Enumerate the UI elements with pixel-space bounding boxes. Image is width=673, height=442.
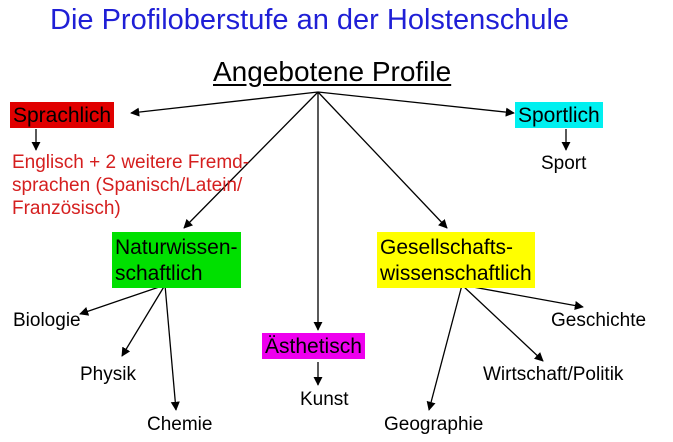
diagram-subtitle: Angebotene Profile: [213, 56, 452, 87]
edge-gesell-wirtschaft: [461, 284, 544, 362]
edge-hub-gesellschaftswissenschaftlich: [317, 91, 448, 229]
profile-naturwissenschaftlich-label: Naturwissen-: [115, 236, 238, 259]
edge-hub-naturwissenschaftlich: [183, 91, 319, 229]
edge-natur-physik: [121, 284, 166, 357]
sprachlich-subjects-line: Französisch): [12, 197, 121, 219]
subject-wirtschaft-politik: Wirtschaft/Politik: [483, 364, 624, 385]
profile-naturwissenschaftlich: Naturwissen- schaftlich: [112, 232, 241, 289]
subject-physik: Physik: [80, 364, 136, 385]
profile-sportlich-label: Sportlich: [518, 104, 600, 127]
subject-biologie: Biologie: [13, 310, 81, 331]
profile-gesellschaftswissenschaftlich-label: Gesellschafts-: [380, 236, 514, 259]
sprachlich-subjects-line: sprachen (Spanisch/Latein/: [12, 174, 243, 196]
profile-sportlich: Sportlich: [515, 102, 603, 128]
sprachlich-subjects: Englisch + 2 weitere Fremd- sprachen (Sp…: [12, 152, 249, 220]
sprachlich-subjects-line: Englisch + 2 weitere Fremd-: [12, 152, 250, 173]
profile-sprachlich: Sprachlich: [10, 102, 115, 128]
profile-aesthetisch: Ästhetisch: [262, 333, 365, 359]
edge-hub-sprachlich: [130, 91, 319, 117]
edge-natur-biologie: [79, 284, 166, 316]
profile-gesellschaftswissenschaftlich: Gesellschafts- wissenschaftlich: [377, 232, 535, 289]
edge-hub-sportlich: [317, 91, 515, 117]
profile-naturwissenschaftlich-label: schaftlich: [115, 261, 203, 285]
subject-kunst: Kunst: [300, 389, 349, 410]
profile-aesthetisch-label: Ästhetisch: [265, 335, 362, 358]
edge-gesell-geschichte: [461, 284, 584, 311]
diagram-title: Die Profiloberstufe an der Holstenschule: [50, 4, 570, 36]
subject-geschichte: Geschichte: [551, 310, 647, 331]
profile-gesellschaftswissenschaftlich-label: wissenschaftlich: [380, 261, 532, 285]
edge-gesell-geographie: [426, 284, 463, 411]
subject-chemie: Chemie: [147, 414, 213, 435]
profile-sprachlich-label: Sprachlich: [13, 104, 112, 127]
subject-geographie: Geographie: [384, 414, 484, 435]
edge-natur-chemie: [164, 284, 180, 411]
subject-sport: Sport: [541, 153, 587, 174]
